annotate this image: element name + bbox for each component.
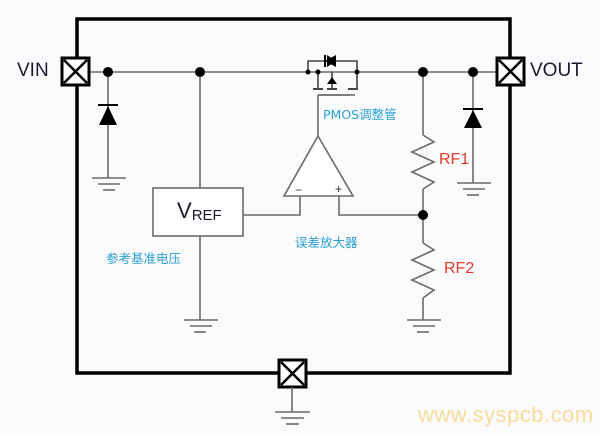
- junction-dot: [103, 67, 113, 77]
- junction-dot: [418, 210, 428, 220]
- rf2-label: RF2: [444, 260, 475, 277]
- error-amplifier-label: 误差放大器: [295, 235, 358, 250]
- junction-dot: [468, 67, 478, 77]
- output-protection-diode-icon: [463, 108, 483, 128]
- junction-dot: [315, 69, 321, 75]
- amp-inverting-sign: −: [295, 183, 303, 197]
- vref-block-label: VREF: [177, 198, 222, 224]
- rf2-resistor-icon: [410, 242, 436, 299]
- rf1-label: RF1: [439, 151, 470, 168]
- ground-icon: [92, 177, 126, 191]
- ground-icon: [275, 411, 310, 425]
- ground-icon: [457, 182, 491, 196]
- watermark: www.syspcb.com: [418, 402, 594, 427]
- ground-icon: [184, 319, 218, 333]
- vout-pad-icon: [495, 56, 526, 87]
- vout-label: VOUT: [530, 60, 583, 81]
- junction-dot: [354, 69, 360, 75]
- vref-block: [152, 187, 244, 237]
- junction-dot: [305, 69, 311, 75]
- pmos-body-diode-icon: [324, 55, 336, 67]
- feedback-to-noninverting-input-wire: [338, 196, 423, 216]
- rf1-resistor-icon: [410, 134, 436, 190]
- junction-dot: [418, 67, 428, 77]
- amp-noninverting-sign: +: [335, 182, 343, 196]
- junction-dot: [195, 67, 205, 77]
- ground-icon: [407, 319, 441, 333]
- vref-description-label: 参考基准电压: [106, 251, 182, 266]
- vref-to-inverting-input-wire: [243, 196, 301, 216]
- vin-label: VIN: [17, 60, 49, 81]
- vin-pad-icon: [60, 56, 91, 87]
- input-protection-diode-icon: [98, 104, 118, 125]
- vref-main: V: [177, 198, 192, 223]
- ic-package-outline: [75, 17, 512, 375]
- vref-subscript: REF: [191, 207, 222, 224]
- pmos-label: PMOS调整管: [323, 107, 397, 122]
- error-amplifier-icon: [282, 134, 355, 197]
- gnd-pad-icon: [277, 358, 308, 389]
- pmos-pass-transistor-icon: [303, 60, 358, 96]
- pmos-arrow-icon: [327, 77, 337, 84]
